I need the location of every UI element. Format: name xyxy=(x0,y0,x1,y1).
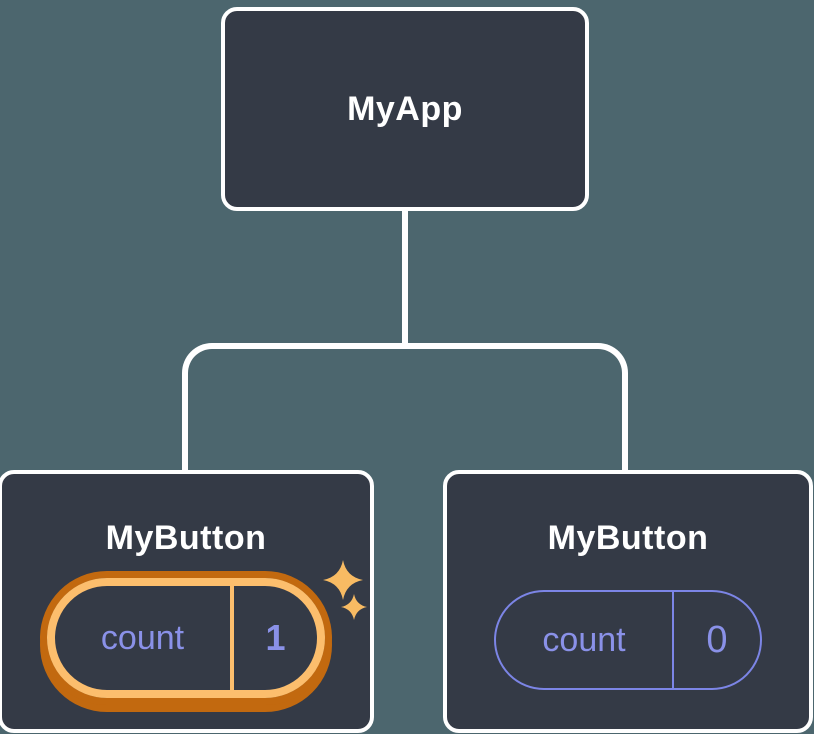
state-pill-highlighted: count 1 xyxy=(47,578,325,698)
sparkles-icon xyxy=(323,560,367,620)
child-node-left: MyButton count 1 xyxy=(0,470,374,733)
child-right-label: MyButton xyxy=(547,519,709,557)
connector-stem-line xyxy=(402,209,408,346)
state-key: count xyxy=(100,618,185,657)
child-node-right: MyButton count 0 xyxy=(443,470,813,733)
connector-bracket-line xyxy=(182,343,628,470)
pill-divider xyxy=(672,592,674,688)
state-value: 0 xyxy=(706,618,728,661)
state-value: 1 xyxy=(265,617,286,658)
state-pill: count 0 xyxy=(494,590,762,690)
root-component-node: MyApp xyxy=(221,7,589,211)
root-node-label: MyApp xyxy=(347,89,463,128)
child-left-label: MyButton xyxy=(105,519,267,557)
pill-divider xyxy=(230,586,234,690)
state-key: count xyxy=(542,620,626,659)
